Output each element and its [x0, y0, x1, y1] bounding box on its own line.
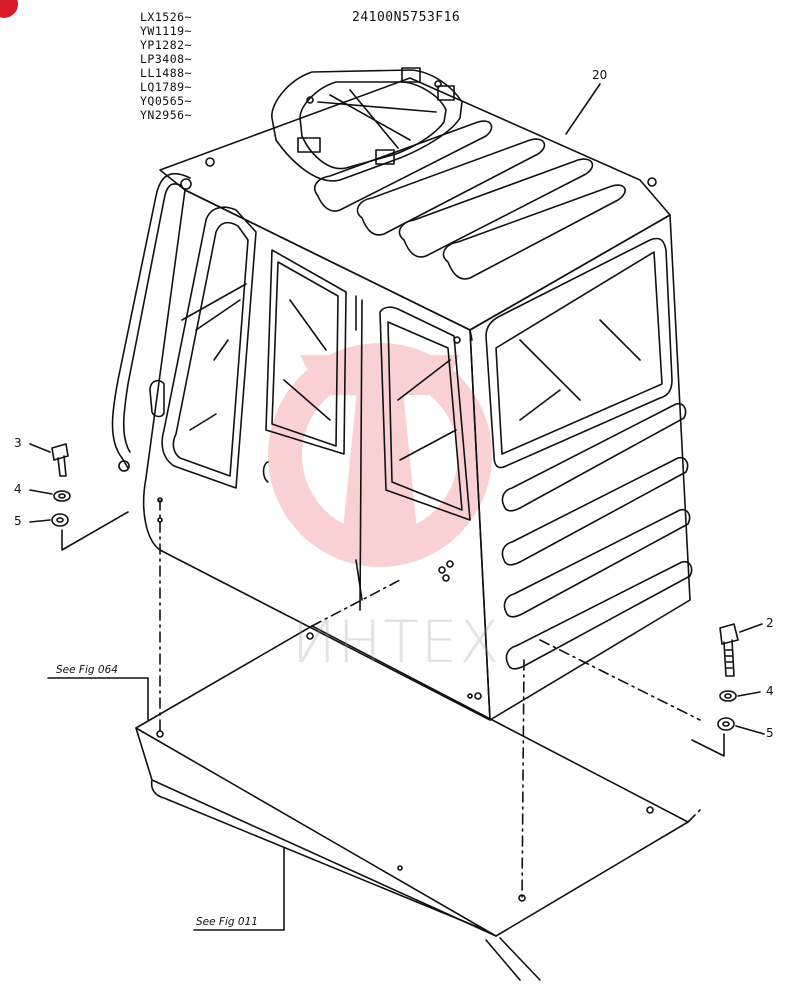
callout-4-right: 4 — [766, 684, 774, 698]
cab-front-side — [469, 214, 693, 721]
callout-5-left: 5 — [14, 514, 22, 528]
serial-number: YW1119~ — [140, 24, 192, 38]
serial-number: LP3408~ — [140, 52, 192, 66]
reference-fig-011: See Fig 011 — [196, 916, 258, 928]
serial-number: YN2956~ — [140, 108, 192, 122]
serial-number: LL1488~ — [140, 66, 192, 80]
guard-rail — [111, 172, 192, 472]
watermark-logo — [268, 343, 492, 567]
callout-4-left: 4 — [14, 482, 22, 496]
serial-number: LQ1789~ — [140, 80, 192, 94]
reference-leaders — [47, 677, 285, 931]
serial-number: LX1526~ — [140, 10, 192, 24]
serial-number: YP1282~ — [140, 38, 192, 52]
cab-left-side — [142, 189, 491, 721]
callout-5-right: 5 — [766, 726, 774, 740]
corner-badge-icon — [0, 0, 18, 18]
callout-20: 20 — [592, 68, 608, 82]
roof-hatch — [271, 67, 463, 182]
hardware-left — [29, 443, 129, 551]
callout-3: 3 — [14, 436, 22, 450]
hardware-right — [691, 623, 765, 757]
callout-2: 2 — [766, 616, 774, 630]
serial-number-list: LX1526~ YW1119~ YP1282~ LP3408~ LL1488~ … — [140, 10, 192, 122]
watermark-text: ИНТЕХ — [292, 608, 502, 676]
mounting-guide-lines — [159, 499, 701, 899]
part-code: 24100N5753F16 — [352, 10, 461, 25]
callout-leader-20 — [565, 83, 601, 135]
reference-fig-064: See Fig 064 — [56, 664, 118, 676]
serial-number: YQ0565~ — [140, 94, 192, 108]
